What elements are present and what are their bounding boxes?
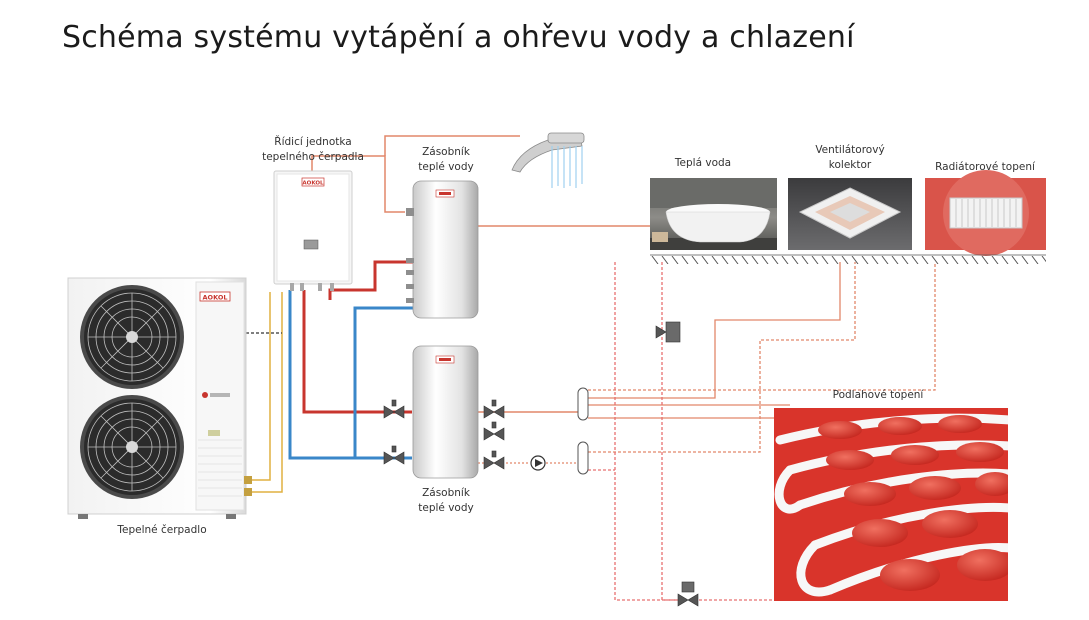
hot-water-tank-top — [406, 180, 479, 319]
heat-pump-unit: AOKOL — [67, 277, 252, 519]
valve-icon — [383, 321, 699, 607]
heat-pump-brand: AOKOL — [203, 294, 228, 302]
fan-coil-image — [788, 178, 912, 250]
circulation-pump-icon — [530, 455, 546, 471]
top-tank-label-line1: Zásobník — [422, 146, 471, 158]
control-unit-brand: AOKOL — [302, 181, 324, 187]
bottom-tank-label-line1: Zásobník — [422, 487, 471, 499]
bottom-tank-label-line2: teplé vody — [418, 502, 473, 514]
top-tank-label-line2: teplé vody — [418, 161, 473, 173]
pipe-network — [246, 135, 936, 601]
control-unit-label-line2: tepelného čerpadla — [262, 151, 364, 163]
floor-heating-image — [774, 408, 1008, 601]
page-title: Schéma systému vytápění a ohřevu vody a … — [62, 20, 855, 55]
radiator-image — [925, 170, 1046, 256]
radiator-label: Radiátorové topení — [935, 161, 1036, 173]
ground-hatch — [650, 254, 1046, 264]
fan-bottom-icon — [80, 395, 184, 499]
floor-heating-label: Podlahové topení — [833, 389, 925, 401]
heat-pump-label: Tepelné čerpadlo — [116, 524, 206, 536]
hot-water-tank-bottom — [412, 345, 479, 479]
bathtub-image — [650, 178, 777, 250]
control-unit-label-line1: Řídicí jednotka — [274, 135, 351, 148]
fan-coil-label-line1: Ventilátorový — [815, 144, 884, 156]
fan-top-icon — [80, 285, 184, 389]
shower-head-icon — [511, 132, 585, 188]
warm-water-label: Teplá voda — [674, 157, 731, 169]
fan-coil-label-line2: kolektor — [829, 159, 872, 171]
control-unit: AOKOL — [273, 170, 353, 291]
manifold-distributor — [577, 387, 589, 475]
